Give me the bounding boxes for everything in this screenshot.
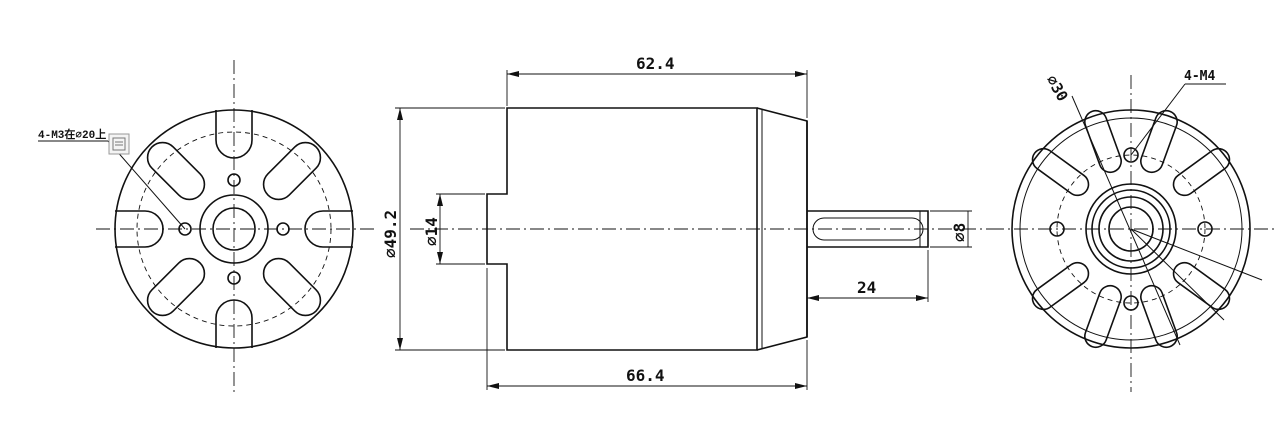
shaft-keyway — [812, 217, 924, 241]
motor-shaft — [807, 210, 929, 248]
rear-bolt-circle-dim: ⌀30 — [1043, 72, 1072, 104]
front-holes-callout: 4-M3在⌀20上 — [38, 127, 106, 142]
front-outer-circle — [114, 109, 354, 349]
rear-hole-right — [1197, 221, 1213, 237]
dim-length-body: 62.4 — [636, 54, 675, 73]
front-bore-circle — [212, 207, 256, 251]
rear-hub-inner — [1098, 196, 1164, 262]
rear-dia-leader — [1071, 95, 1181, 346]
rear-hub-ring — [1091, 189, 1171, 269]
dim-length-total: 66.4 — [626, 366, 665, 385]
rear-hole-top — [1123, 147, 1139, 163]
rear-angle-line — [1130, 228, 1263, 281]
rear-hole-left — [1049, 221, 1065, 237]
front-hole-bottom — [227, 271, 241, 285]
front-hole-top — [227, 173, 241, 187]
motor-body — [486, 107, 758, 351]
rear-holes-callout: 4-M4 — [1184, 69, 1215, 84]
front-hub-circle — [199, 194, 269, 264]
dim-body-diameter: ⌀49.2 — [381, 210, 400, 258]
rear-hole-bottom — [1123, 295, 1139, 311]
rear-bolt-circle — [1056, 154, 1206, 304]
front-hole-left — [178, 222, 192, 236]
front-dash-circle — [136, 131, 332, 327]
rear-rim-circle — [1019, 117, 1243, 341]
front-slot-right — [304, 210, 353, 248]
front-callout-leader — [107, 140, 186, 230]
rear-outer-circle — [1011, 109, 1251, 349]
front-hole-right — [276, 222, 290, 236]
dim-shaft-diameter: ⌀8 — [950, 223, 969, 242]
front-slot-top — [215, 110, 253, 159]
front-diagonal-slots — [146, 141, 322, 317]
front-slot-bottom — [215, 299, 253, 348]
rear-view: 4-M4 ⌀30 — [990, 69, 1275, 392]
rear-angle-line — [1130, 228, 1225, 321]
copy-icon[interactable] — [108, 133, 130, 155]
dim-boss-diameter: ⌀14 — [422, 217, 441, 246]
dim-shaft-length: 24 — [857, 278, 876, 297]
rear-cooling-slots — [1031, 109, 1231, 349]
front-view: 4-M3在⌀20上 — [38, 60, 376, 392]
front-slot-left — [115, 210, 164, 248]
rear-bore — [1108, 206, 1154, 252]
side-view: 62.4 66.4 24 ⌀49.2 ⌀14 ⌀8 — [381, 54, 1000, 390]
rear-hub-outer — [1085, 183, 1177, 275]
rear-callout-leader — [1130, 83, 1186, 156]
